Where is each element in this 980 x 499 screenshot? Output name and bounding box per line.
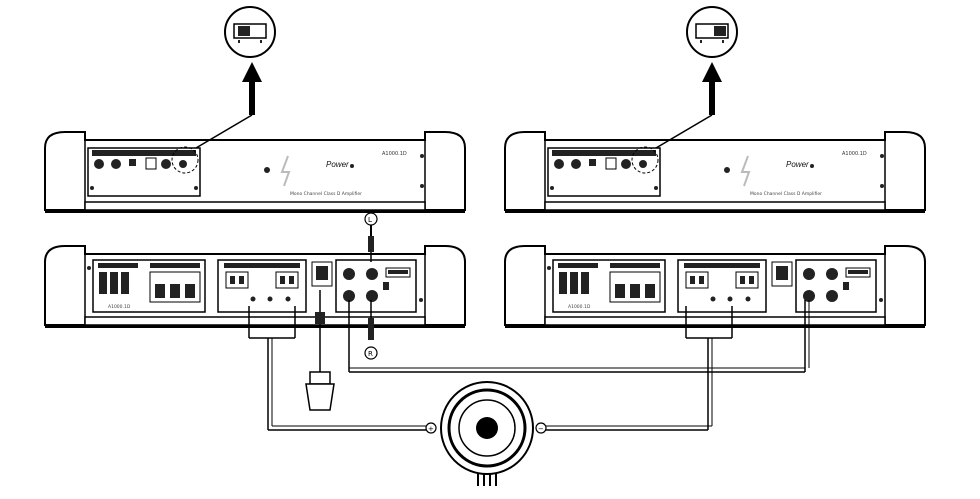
plug-marker-r: R (368, 350, 373, 358)
speaker-wire-right (545, 306, 733, 431)
speaker-minus-marker: − (538, 425, 544, 433)
rca-link-cable (348, 300, 810, 373)
amp-top-right: Power A1000.1D Mono Channel Class D Ampl… (504, 131, 926, 213)
amp-top-left: Power A1000.1D Mono Channel Class D Ampl… (44, 131, 466, 213)
rca-plug-upper: L (364, 212, 378, 262)
model-label: A1000.1D (842, 151, 867, 157)
amp-bottom-right: A1000.1D (504, 245, 926, 328)
amp-bottom-left: A1000.1D (44, 245, 466, 328)
switch-callout-right (655, 6, 738, 149)
speaker-plus-marker: + (428, 425, 434, 433)
speaker: + − (425, 381, 547, 486)
model-label: A1000.1D (568, 304, 591, 310)
speaker-wire-left (248, 306, 426, 431)
brand-label: Power (786, 160, 809, 169)
rca-plug-lower: R (364, 300, 378, 360)
model-label: A1000.1D (382, 151, 407, 157)
plug-marker-l: L (368, 216, 372, 224)
footer-text: Mono Channel Class D Amplifier (290, 191, 362, 197)
footer-text: Mono Channel Class D Amplifier (750, 191, 822, 197)
model-label: A1000.1D (108, 304, 131, 310)
brand-label: Power (326, 160, 349, 169)
switch-callout-left (195, 6, 276, 149)
remote-lead (305, 290, 335, 411)
